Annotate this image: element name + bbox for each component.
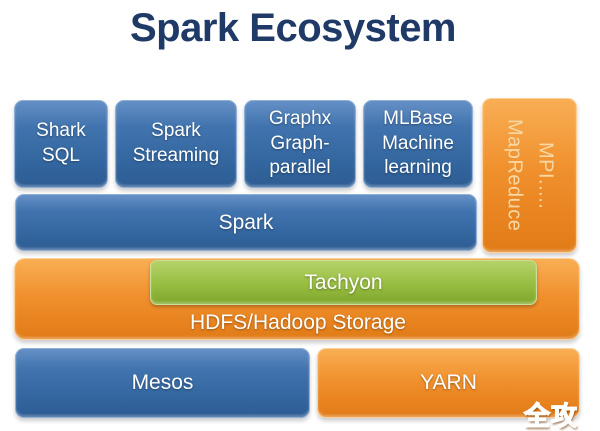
box-mesos-label: Mesos: [131, 371, 194, 395]
box-graphx-graph-parallel: Graphx Graph- parallel: [244, 100, 356, 188]
box-spark-label: Spark: [218, 210, 274, 234]
box-tachyon: Tachyon: [150, 260, 537, 305]
box-tachyon-label: Tachyon: [304, 270, 383, 294]
box-shark-sql: Shark SQL: [14, 100, 108, 188]
box-spark: Spark: [15, 194, 477, 251]
box-shark-sql-label: Shark SQL: [36, 120, 86, 166]
box-graphx-label: Graphx Graph- parallel: [268, 107, 332, 179]
box-mpi-mapreduce: MPI..... MapReduce: [482, 98, 577, 253]
watermark: 全攻略: [523, 400, 579, 431]
box-spark-streaming: Spark Streaming: [115, 100, 237, 188]
page-title: Spark Ecosystem: [129, 6, 457, 50]
box-mesos: Mesos: [15, 348, 310, 418]
box-yarn: YARN: [317, 348, 580, 418]
box-mlbase-machine-learning: MLBase Machine learning: [363, 100, 473, 188]
box-hdfs-label: HDFS/Hadoop Storage: [190, 310, 406, 334]
box-mlbase-label: MLBase Machine learning: [382, 107, 454, 179]
box-spark-streaming-label: Spark Streaming: [132, 120, 220, 166]
box-mpi-mapreduce-label: MPI..... MapReduce: [503, 119, 557, 232]
box-yarn-label: YARN: [420, 371, 477, 395]
